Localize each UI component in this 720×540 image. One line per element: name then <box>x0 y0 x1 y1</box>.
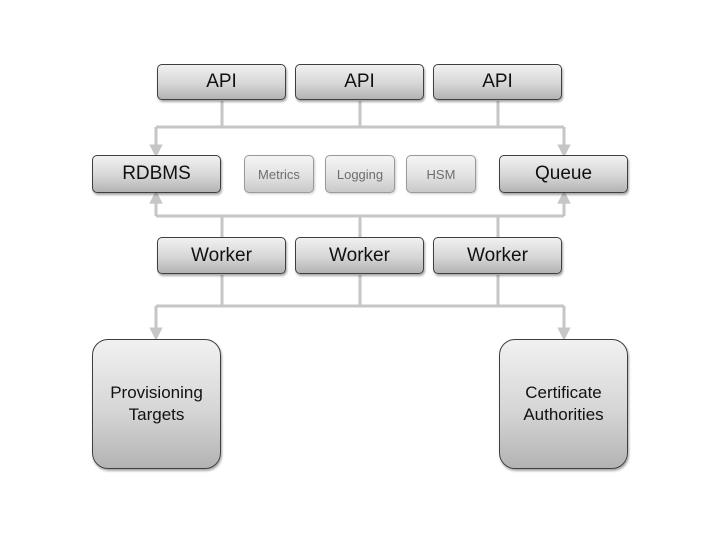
metrics-label: Metrics <box>258 166 300 182</box>
api-node-3-label: API <box>482 71 513 92</box>
api-node-1: API <box>157 64 286 100</box>
logging-label: Logging <box>336 166 384 182</box>
provisioning-targets-line-2: Targets <box>128 405 185 424</box>
api-node-2: API <box>295 64 424 100</box>
worker-node-1: Worker <box>157 237 286 274</box>
logging-node: Logging <box>325 155 395 193</box>
provisioning-targets-line-1: Provisioning <box>110 383 203 402</box>
api-node-3: API <box>433 64 562 100</box>
worker-node-2-label: Worker <box>329 244 390 266</box>
hsm-node: HSM <box>406 155 476 193</box>
worker-node-3: Worker <box>433 237 562 274</box>
rdbms-node: RDBMS <box>92 155 221 193</box>
certificate-authorities-line-2: Authorities <box>523 405 604 424</box>
certificate-authorities-line-1: Certificate <box>525 383 602 402</box>
api-node-1-label: API <box>206 71 237 92</box>
worker-node-1-label: Worker <box>191 244 252 266</box>
metrics-node: Metrics <box>244 155 314 193</box>
rdbms-label: RDBMS <box>122 163 191 184</box>
hsm-label: HSM <box>426 166 456 182</box>
provisioning-targets-node: Provisioning Targets <box>92 339 221 469</box>
worker-node-2: Worker <box>295 237 424 274</box>
worker-node-3-label: Worker <box>467 244 528 266</box>
queue-node: Queue <box>499 155 628 193</box>
api-node-2-label: API <box>344 71 375 92</box>
certificate-authorities-node: Certificate Authorities <box>499 339 628 469</box>
queue-label: Queue <box>534 163 593 184</box>
